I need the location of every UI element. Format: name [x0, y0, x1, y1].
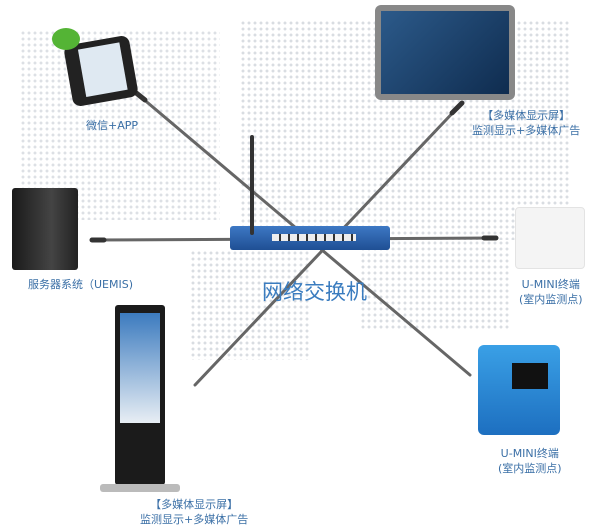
umini-wall-title: U-MINI终端	[521, 278, 580, 291]
umini-wall-desc: (室内监测点)	[519, 293, 583, 306]
server-tower-icon	[12, 188, 78, 270]
umini-box-title: U-MINI终端	[500, 447, 559, 460]
server-label: 服务器系统（UEMIS)	[28, 278, 134, 291]
umini-box-terminal	[478, 345, 560, 435]
kiosk-label: 【多媒体显示屏】 监测显示+多媒体广告	[140, 497, 248, 527]
wechat-icon	[52, 28, 80, 50]
kiosk-display	[115, 305, 165, 485]
umini-wall-label: U-MINI终端 (室内监测点)	[519, 277, 583, 307]
kiosk-base	[100, 484, 180, 492]
switch-label: 网络交换机	[262, 280, 367, 304]
kiosk-label-desc: 监测显示+多媒体广告	[140, 513, 249, 526]
app-label: 微信+APP	[86, 119, 139, 132]
world-map-background	[360, 240, 510, 330]
wall-display-screen	[375, 5, 515, 100]
world-map-background	[190, 250, 310, 360]
umini-box-label: U-MINI终端 (室内监测点)	[498, 446, 562, 476]
screen-label-desc: 监测显示+多媒体广告	[472, 124, 581, 137]
kiosk-label-title: 【多媒体显示屏】	[150, 498, 239, 511]
switch-ports	[272, 234, 356, 241]
network-switch	[230, 226, 390, 250]
umini-box-desc: (室内监测点)	[498, 462, 562, 475]
antenna-icon	[250, 135, 254, 235]
umini-wall-terminal	[515, 207, 585, 269]
screen-label-title: 【多媒体显示屏】	[482, 109, 571, 122]
screen-label: 【多媒体显示屏】 监测显示+多媒体广告	[472, 108, 580, 138]
